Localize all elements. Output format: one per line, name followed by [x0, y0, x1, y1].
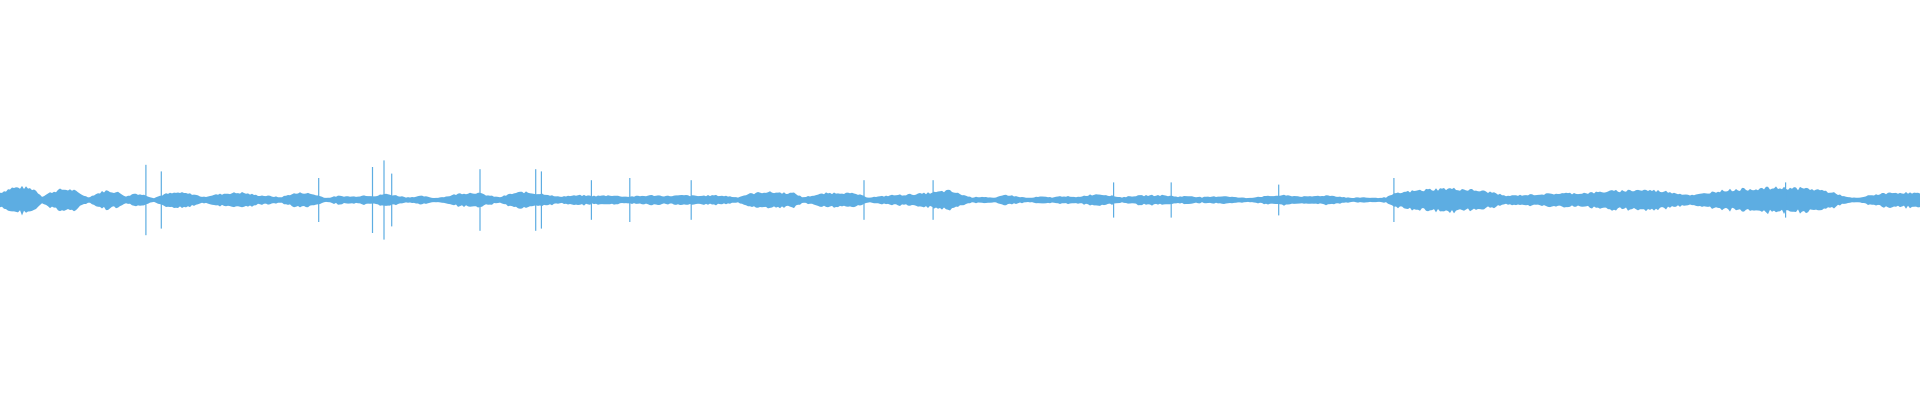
- audio-waveform: [0, 160, 1920, 240]
- waveform-graphic: [0, 160, 1920, 240]
